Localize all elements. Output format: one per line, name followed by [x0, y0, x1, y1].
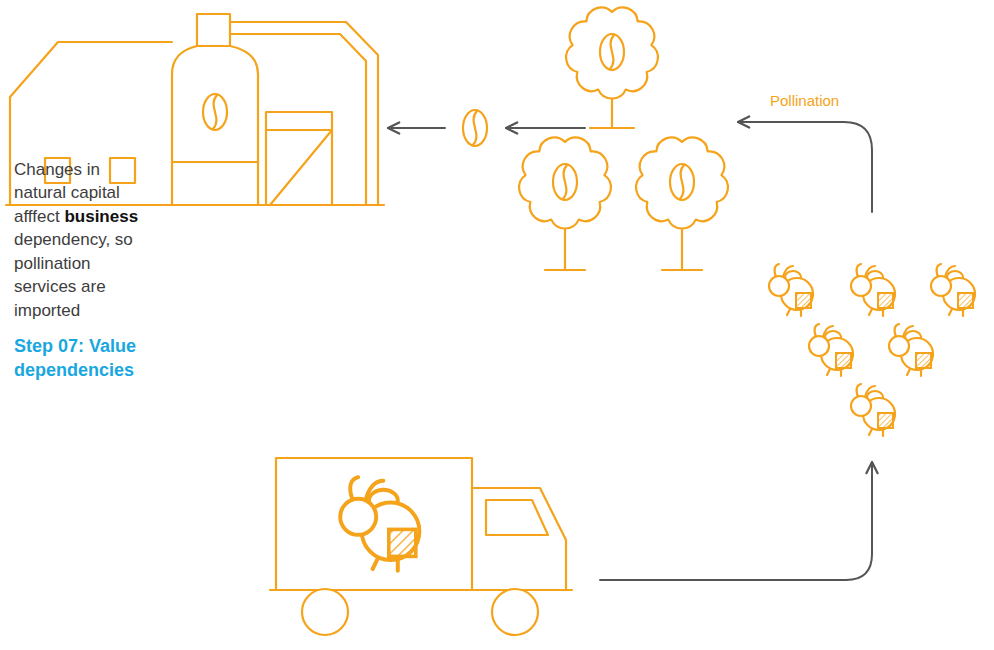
pollination-arrow: [738, 122, 872, 212]
bees: [769, 264, 975, 436]
flow-label: Pollination: [770, 92, 839, 110]
step-heading: Step 07: Value dependencies: [14, 334, 164, 383]
emphasis: business: [64, 207, 138, 226]
flow-arrow: [506, 127, 585, 129]
coffee-bean: [463, 110, 487, 146]
description-text: Changes in natural capital afffect busin…: [14, 158, 149, 322]
truck: [270, 458, 572, 635]
coffee-trees: [519, 7, 728, 270]
flow-arrow: [388, 127, 445, 129]
import-arrow: [600, 462, 872, 580]
